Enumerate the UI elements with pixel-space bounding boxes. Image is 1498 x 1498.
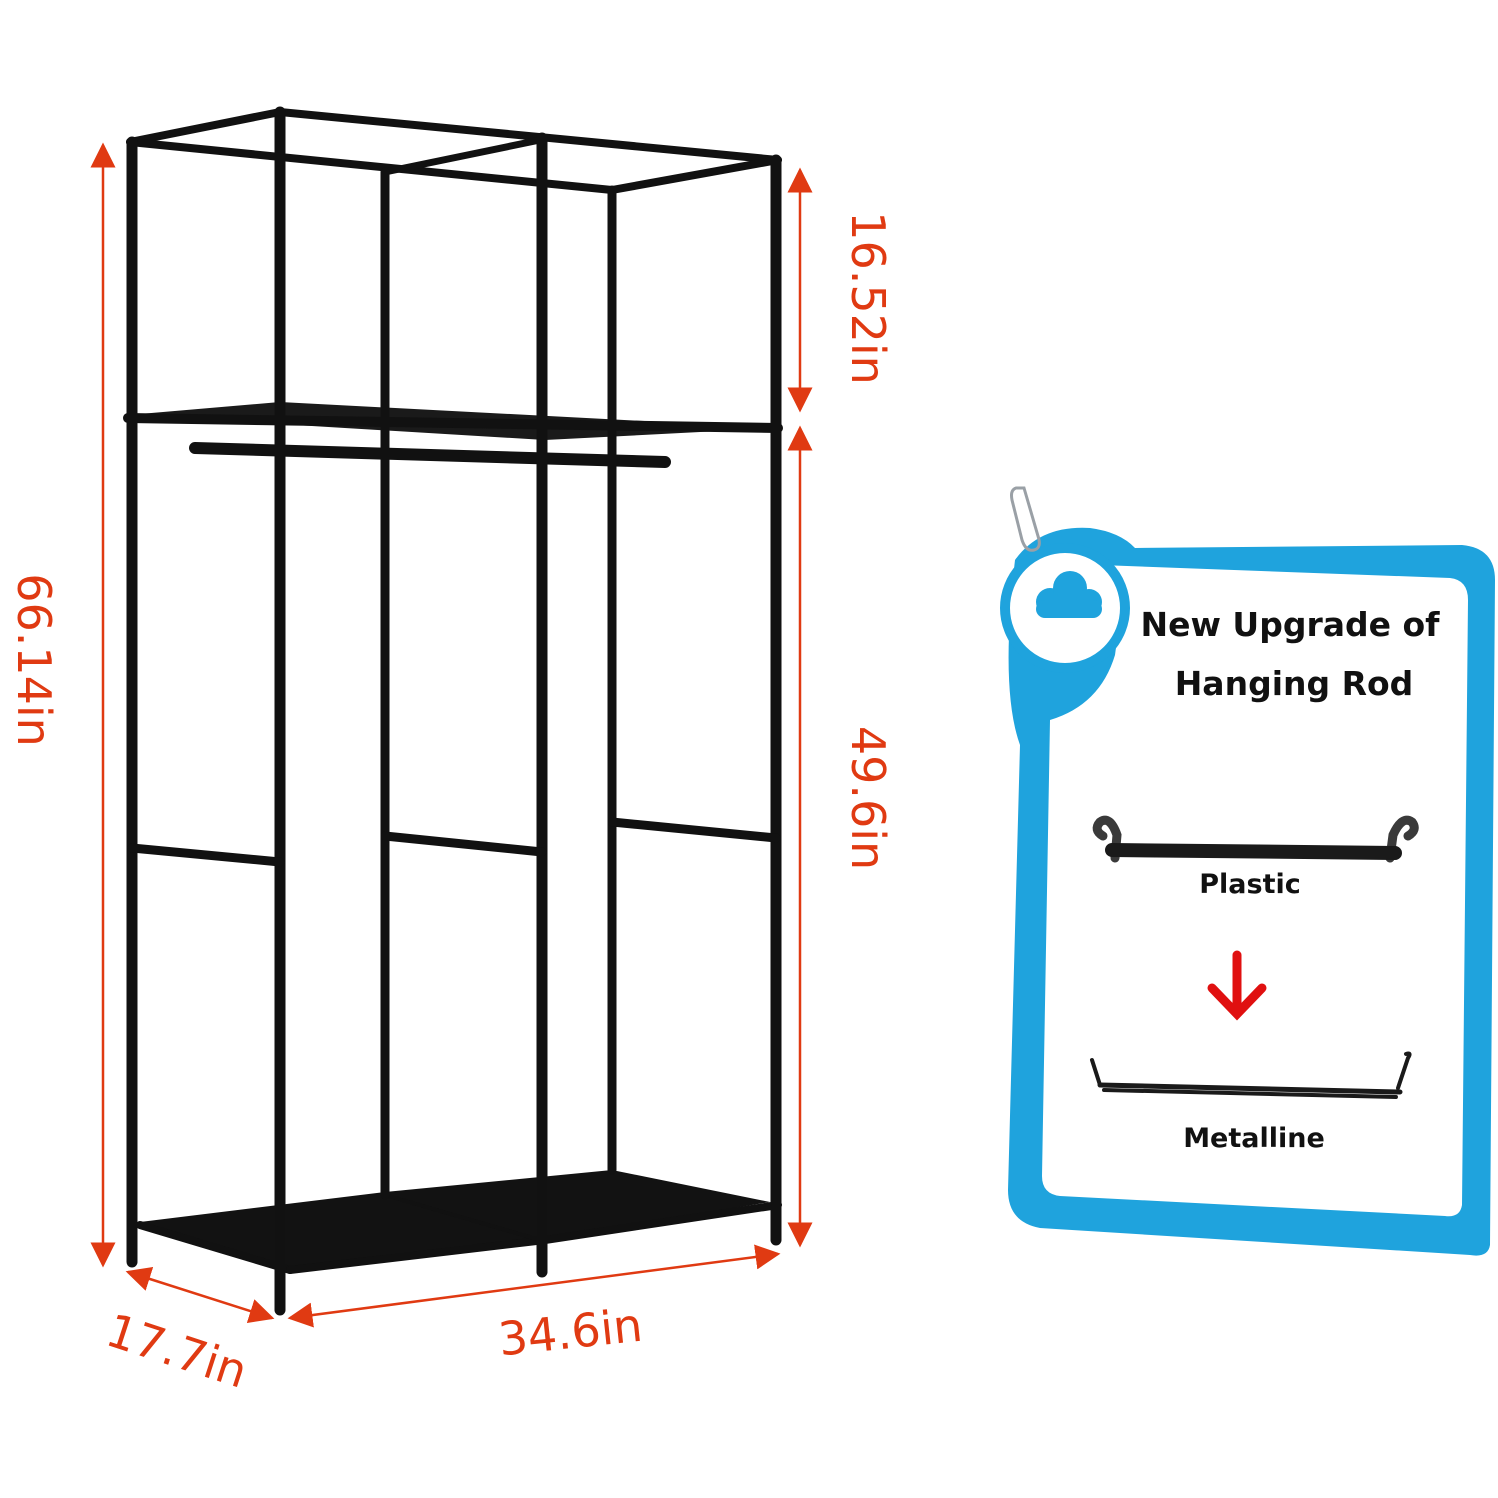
card-title-line2: Hanging Rod (1175, 664, 1414, 703)
arrow-down-icon (1207, 950, 1267, 1021)
cloud-icon (1036, 571, 1102, 618)
bottom-shelf (140, 1170, 770, 1268)
wardrobe-frame (123, 106, 783, 1316)
depth-label: 17.7in (100, 1303, 254, 1399)
top-section-label: 16.52in (841, 211, 895, 385)
plastic-label: Plastic (1199, 869, 1301, 900)
card-title-line1: New Upgrade of (1140, 605, 1440, 644)
lower-section-label: 49.6in (841, 726, 895, 870)
metal-rod-icon (1090, 1051, 1412, 1099)
width-label: 34.6in (496, 1298, 645, 1367)
plastic-rod-icon (1092, 815, 1419, 863)
paperclip-icon (1010, 486, 1041, 552)
metalline-label: Metalline (1183, 1123, 1325, 1154)
hanging-rod (189, 442, 671, 468)
dimension-lines (90, 142, 813, 1328)
card-panel (1042, 565, 1468, 1217)
total-height-label: 66.14in (7, 573, 61, 747)
upgrade-card: New Upgrade of Hanging Rod Plastic Metal… (1000, 486, 1495, 1256)
